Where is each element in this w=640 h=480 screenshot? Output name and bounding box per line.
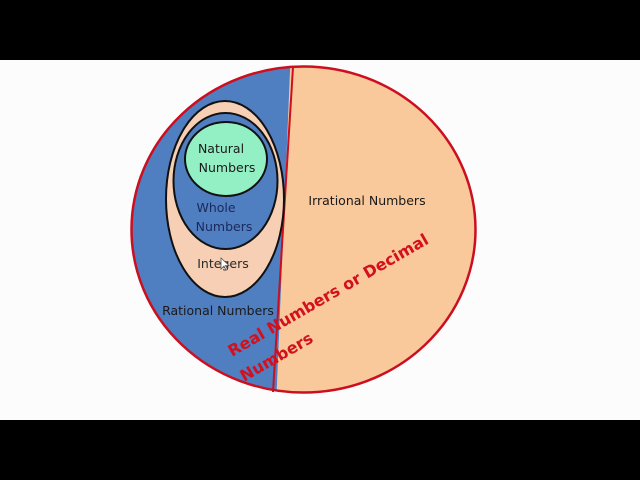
rational-label: Rational Numbers xyxy=(162,303,274,318)
natural-label-line1: Natural xyxy=(198,141,244,156)
real-numbers-boundary xyxy=(130,65,477,394)
number-sets-diagram: Natural Numbers Whole Numbers Integers R… xyxy=(130,65,477,394)
whole-label-line2: Numbers xyxy=(196,219,253,234)
irrational-label: Irrational Numbers xyxy=(308,193,425,208)
bottom-letterbox-bar xyxy=(0,420,640,480)
slide-canvas: Natural Numbers Whole Numbers Integers R… xyxy=(0,60,640,420)
whole-label-line1: Whole xyxy=(196,200,235,215)
irrational-region xyxy=(273,66,476,393)
top-letterbox-bar xyxy=(0,0,640,60)
rational-irrational-divider xyxy=(272,66,294,393)
mouse-cursor-icon xyxy=(220,257,231,271)
natural-numbers-region xyxy=(184,121,268,197)
natural-label-line2: Numbers xyxy=(199,160,256,175)
